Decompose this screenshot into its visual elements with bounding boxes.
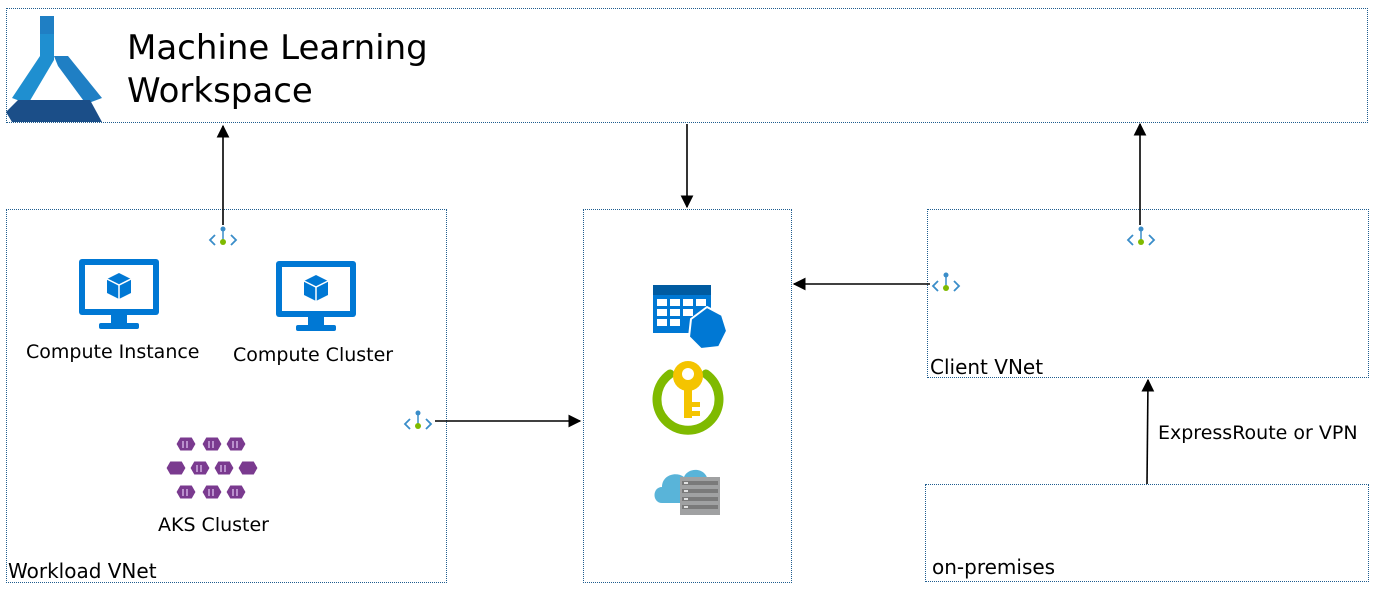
compute-instance-label: Compute Instance <box>26 341 200 363</box>
compute-cluster-icon <box>276 261 356 331</box>
private-endpoint-icon <box>403 410 433 430</box>
compute-instance-icon <box>79 259 159 329</box>
workspace-box <box>6 8 1368 123</box>
workload-vnet-label: Workload VNet <box>8 559 157 583</box>
key-vault-icon <box>652 361 724 435</box>
workspace-title-line2: Workspace <box>127 71 313 111</box>
connection-label: ExpressRoute or VPN <box>1158 422 1358 444</box>
private-endpoint-icon <box>931 272 961 292</box>
client-vnet-label: Client VNet <box>930 355 1044 379</box>
kubernetes-service-icon <box>165 436 259 500</box>
aks-cluster-label: AKS Cluster <box>158 514 269 536</box>
container-registry-icon <box>653 285 729 351</box>
workspace-title-line1: Machine Learning <box>127 28 428 68</box>
azure-machine-learning-icon <box>6 16 102 122</box>
private-endpoint-icon <box>1126 226 1156 246</box>
on-premises-box <box>925 484 1369 582</box>
on-premises-label: on-premises <box>932 555 1056 579</box>
workload-vnet-box <box>6 209 447 583</box>
storage-account-icon <box>654 469 720 515</box>
private-endpoint-icon <box>208 226 238 246</box>
services-box <box>583 209 792 583</box>
arrow-onprem-to-client <box>1141 378 1155 485</box>
client-vnet-box <box>927 209 1369 378</box>
compute-cluster-label: Compute Cluster <box>233 344 394 366</box>
